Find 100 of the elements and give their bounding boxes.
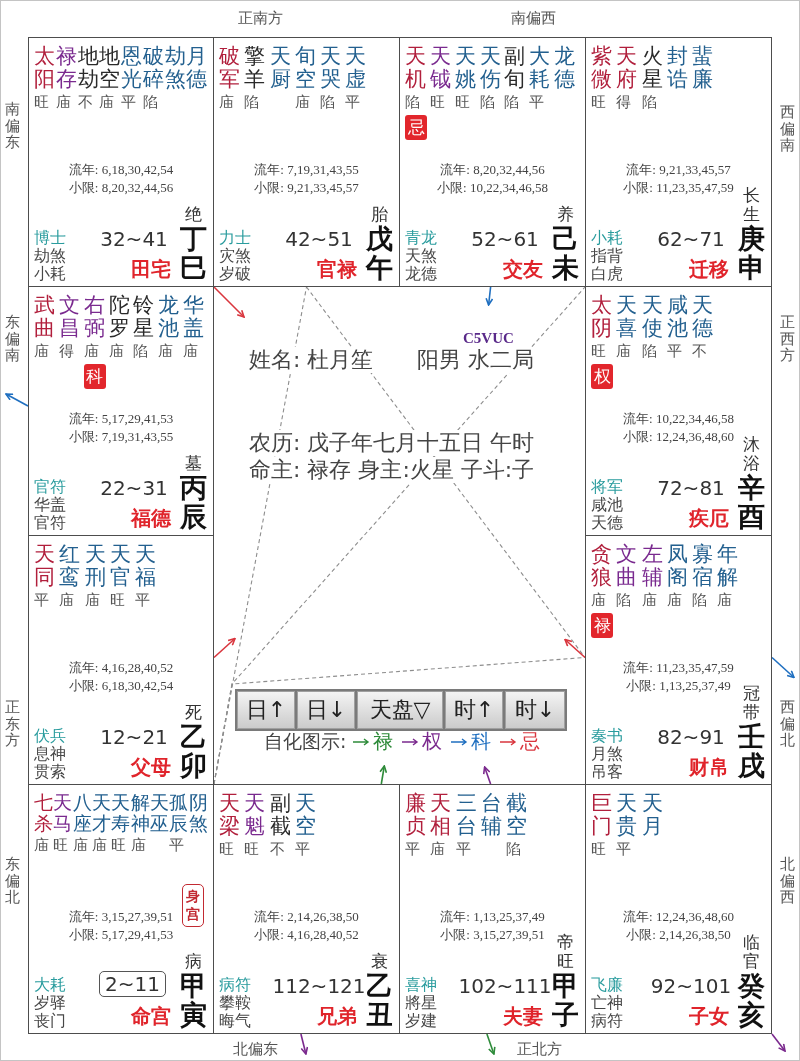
star-name: 解神 [130,792,150,834]
star-name: 天虚 [345,45,367,92]
star-name: 文曲 [616,543,638,590]
star-name: 天福 [135,543,157,590]
star-brightness: 平 [529,93,545,112]
life-stage: 长生 [743,185,760,224]
star-brightness: 平 [666,342,682,361]
legend-label: 禄 [373,731,394,752]
deity-name: 丧门 [34,1012,66,1030]
star-name: 天空 [294,792,316,839]
age-range: 112~121 [272,974,366,998]
flow-year-ages: 流年: 7,19,31,43,55 [254,162,359,177]
toolbar-button: 时↑ [445,691,503,729]
age-range: 42~51 [285,227,353,251]
star-brightness: 庙 [34,835,49,854]
arrow [564,638,586,659]
palace-name: 夫妻 [503,1004,543,1028]
deity-name: 力士 [219,229,251,247]
direction-label: 正东方 [5,699,20,749]
flow-year-ages: 流年: 11,23,35,47,59 [623,660,734,675]
age-range: 72~81 [657,476,725,500]
star-brightness: 庙 [183,342,199,361]
arrow [485,286,494,306]
star-brightness: 平 [405,840,420,859]
star-brightness: 陷 [479,93,495,112]
deity-name: 病符 [591,1012,623,1030]
star-name: 禄存 [55,45,77,92]
star-brightness: 旺 [53,835,69,854]
minor-limit-ages: 小限: 1,13,25,37,49 [626,678,731,693]
master-stars-text: 命主: 禄存 身主:火星 子斗:子 [249,457,535,483]
palace-cell [585,37,772,287]
star-brightness: 得 [616,93,632,112]
deity-name: 奏书 [591,727,623,745]
minor-limit-ages: 小限: 7,19,31,43,55 [68,429,174,444]
deity-name: 伏兵 [34,727,66,745]
star-name: 天同 [34,543,55,590]
life-stage: 死 [185,702,202,722]
star-name: 天月 [641,792,663,839]
life-stage: 病 [185,951,202,971]
life-stage: 墓 [185,453,202,473]
palace-name: 官禄 [317,257,357,281]
star-brightness: 庙 [84,591,100,610]
palace-name: 兄弟 [317,1004,357,1028]
life-stage: 衰 [371,951,388,971]
deity-name: 小耗 [34,265,66,283]
star-brightness: 平 [135,591,151,610]
minor-limit-ages: 小限: 6,18,30,42,54 [68,678,174,693]
star-brightness: 庙 [666,591,682,610]
star-name: 天厨 [269,45,291,92]
star-name: 地空 [99,45,121,92]
deity-name: 龙德 [405,265,437,283]
transform-badge: 忌 [405,115,427,140]
star-name: 天机 [405,45,426,92]
star-brightness: 旺 [591,342,606,361]
star-name: 七杀 [34,792,53,834]
star-brightness: 庙 [34,342,49,361]
star-brightness: 不 [269,840,285,859]
direction-label: 西偏北 [780,699,795,749]
star-brightness: 庙 [591,591,606,610]
star-brightness: 陷 [616,591,632,610]
deity-name: 吊客 [591,763,623,781]
minor-limit-ages: 小限: 8,20,32,44,56 [68,180,174,195]
star-brightness: 庙 [158,342,174,361]
life-stage: 沐浴 [743,434,760,473]
age-range: 62~71 [657,227,725,251]
deity-name: 晦气 [219,1012,251,1030]
transform-badge: 禄 [591,613,613,638]
star-brightness: 庙 [717,591,733,610]
life-stage: 临官 [743,932,760,971]
star-name: 阴煞 [188,792,208,834]
star-brightness: 庙 [108,342,124,361]
deity-name: 官符 [34,478,66,496]
star-name: 天哭 [320,45,342,92]
legend-label: 忌 [520,731,541,752]
flow-year-ages: 流年: 4,16,28,40,52 [68,660,174,675]
life-stage: 养 [557,204,574,224]
arrow [213,637,236,659]
star-name: 天刑 [84,543,106,590]
deity-name: 灾煞 [219,247,251,265]
star-name: 龙德 [554,45,576,92]
star-brightness: 庙 [641,591,657,610]
flow-year-ages: 流年: 3,15,27,39,51 [68,909,174,924]
deity-name: 岁破 [219,265,251,283]
lunar-date-text: 农历: 戊子年七月十五日 午时 [249,430,535,456]
flow-year-ages: 流年: 8,20,32,44,56 [440,162,545,177]
star-name: 华盖 [183,294,205,341]
deity-name: 天煞 [405,247,437,265]
star-name: 天巫 [149,792,169,834]
stem-branch: 丙辰 [180,474,207,531]
life-stage: 帝旺 [557,932,574,971]
palace-cell [28,37,214,287]
star-brightness: 旺 [111,835,127,854]
age-range: 12~21 [100,725,168,749]
legend-label: 科 [471,731,492,752]
star-name: 太阴 [591,294,612,341]
stem-branch: 癸亥 [738,972,765,1029]
star-name: 劫煞 [164,45,186,92]
star-brightness: 陷 [133,342,149,361]
stem-branch: 戊午 [366,225,393,282]
deity-name: 大耗 [34,976,66,994]
